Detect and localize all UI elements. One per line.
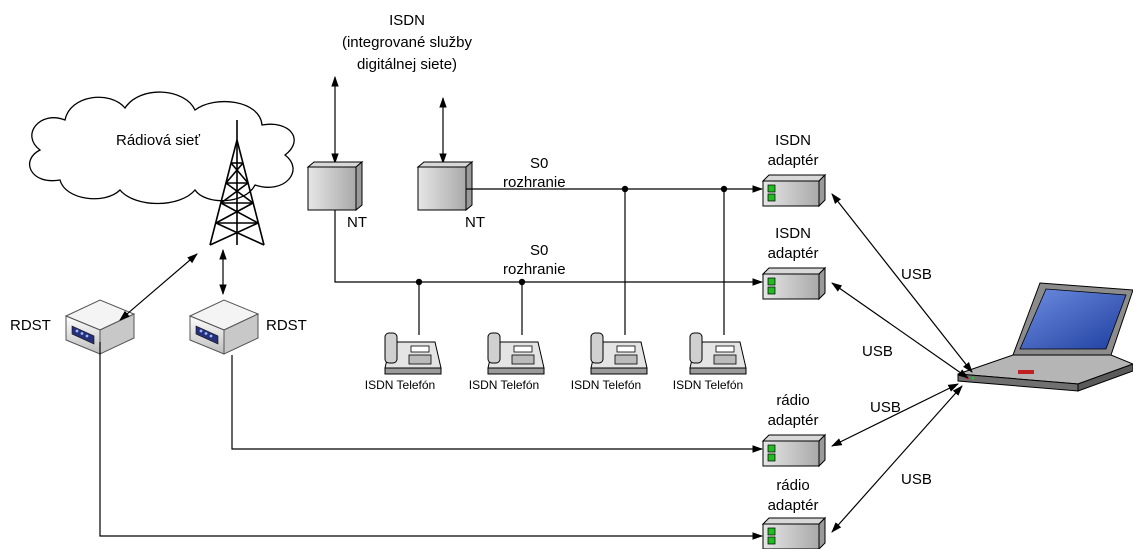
adapter-icon [761, 516, 827, 549]
adapter-label-line1: rádio [776, 477, 809, 494]
adapter-label-line2: adaptér [768, 152, 819, 169]
adapter-label-line2: adaptér [768, 497, 819, 514]
isdn-title-line1: ISDN [389, 12, 425, 29]
nt-label: NT [465, 214, 485, 231]
adapter-label-line2: adaptér [768, 412, 819, 429]
adapter-icon [761, 433, 827, 468]
usb-label: USB [870, 399, 901, 416]
phone-label: ISDN Telefón [365, 378, 435, 392]
isdn-phone-icon [590, 332, 648, 375]
rdst-line [231, 355, 764, 453]
s0-bus-line [334, 210, 764, 286]
adapter-icon [761, 173, 827, 208]
radio-network-label: Rádiová sieť [116, 132, 200, 149]
adapter-label-line1: ISDN [775, 225, 811, 242]
usb-link-arrow [831, 282, 969, 379]
adapter-icon [761, 266, 827, 301]
isdn-phone-icon [689, 332, 747, 375]
rdst-label: RDST [266, 317, 307, 334]
usb-link-arrow [831, 193, 973, 373]
laptop-icon [957, 282, 1133, 392]
nt-box-icon [416, 160, 474, 212]
s0-label-line2: rozhranie [503, 261, 566, 278]
junction-dot [415, 278, 423, 286]
rdst-label: RDST [10, 317, 51, 334]
nt-label: NT [347, 214, 367, 231]
isdn-title-line2: (integrované služby [342, 34, 473, 51]
nt-box-icon [306, 160, 364, 212]
usb-label: USB [901, 266, 932, 283]
adapter-label-line1: rádio [776, 392, 809, 409]
isdn-phone-icon [487, 332, 545, 375]
isdn-phone-icon [384, 332, 442, 375]
s0-label-line2: rozhranie [503, 174, 566, 191]
radio-link-arrow [119, 253, 198, 321]
usb-label: USB [862, 343, 893, 360]
usb-label: USB [901, 471, 932, 488]
isdn-title-line3: digitálnej siete) [357, 56, 457, 73]
rdst-line [99, 342, 764, 540]
phone-label: ISDN Telefón [571, 378, 641, 392]
s0-label-line1: S0 [530, 242, 548, 259]
junction-dot [720, 185, 728, 193]
phone-label: ISDN Telefón [673, 378, 743, 392]
usb-link-arrow [831, 385, 963, 533]
radio-tower-icon [209, 120, 265, 246]
rdst-modem-icon [188, 299, 260, 355]
adapter-label-line2: adaptér [768, 245, 819, 262]
junction-dot [621, 185, 629, 193]
junction-dot [518, 278, 526, 286]
phone-label: ISDN Telefón [469, 378, 539, 392]
s0-label-line1: S0 [530, 155, 548, 172]
adapter-label-line1: ISDN [775, 132, 811, 149]
